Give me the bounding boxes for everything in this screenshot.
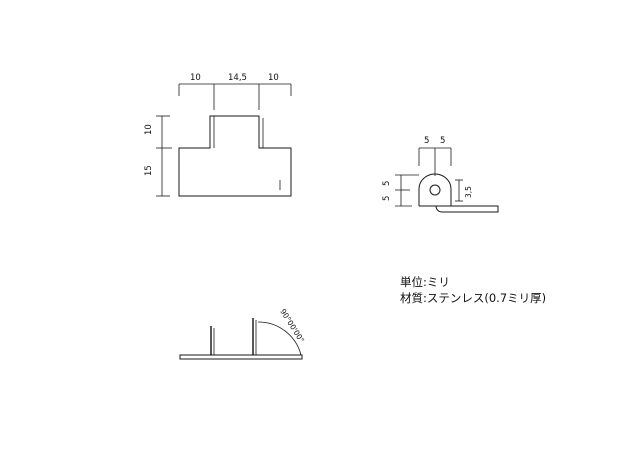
tab-outline xyxy=(418,173,452,206)
material-label: 材質 xyxy=(400,291,423,305)
top-view: 10 14,5 10 10 15 xyxy=(144,73,292,197)
side-view: 5 5 5 5 3,5 xyxy=(382,136,499,213)
unit-sep: : xyxy=(423,275,427,289)
unit-note: 単位:ミリ xyxy=(400,275,450,289)
dim-label: 15 xyxy=(144,165,154,176)
angle-label: 90°00'00" xyxy=(278,307,306,344)
dim-label: 14,5 xyxy=(228,73,247,83)
mounting-hole xyxy=(429,184,441,196)
t-shape-outline xyxy=(178,115,292,197)
dim-label: 10 xyxy=(144,124,154,135)
unit-value: ミリ xyxy=(426,275,450,289)
dim-label: 5 xyxy=(382,181,392,186)
unit-label: 単位 xyxy=(400,275,423,289)
dim-label: 5 xyxy=(424,136,429,146)
angle-arc xyxy=(257,321,302,356)
dim-label: 5 xyxy=(440,136,445,146)
material-value: ステンレス(0.7ミリ厚) xyxy=(426,291,547,305)
dim-label: 10 xyxy=(190,73,201,83)
material-note: 材質:ステンレス(0.7ミリ厚) xyxy=(400,291,546,305)
hole-dim-label: 3,5 xyxy=(464,186,473,198)
bend-base-strip xyxy=(179,354,303,360)
material-sep: : xyxy=(423,291,427,305)
dim-label: 5 xyxy=(382,196,392,201)
base-plate xyxy=(419,205,499,213)
dim-label: 10 xyxy=(268,73,279,83)
bend-view: 90°00'00" xyxy=(179,307,306,360)
